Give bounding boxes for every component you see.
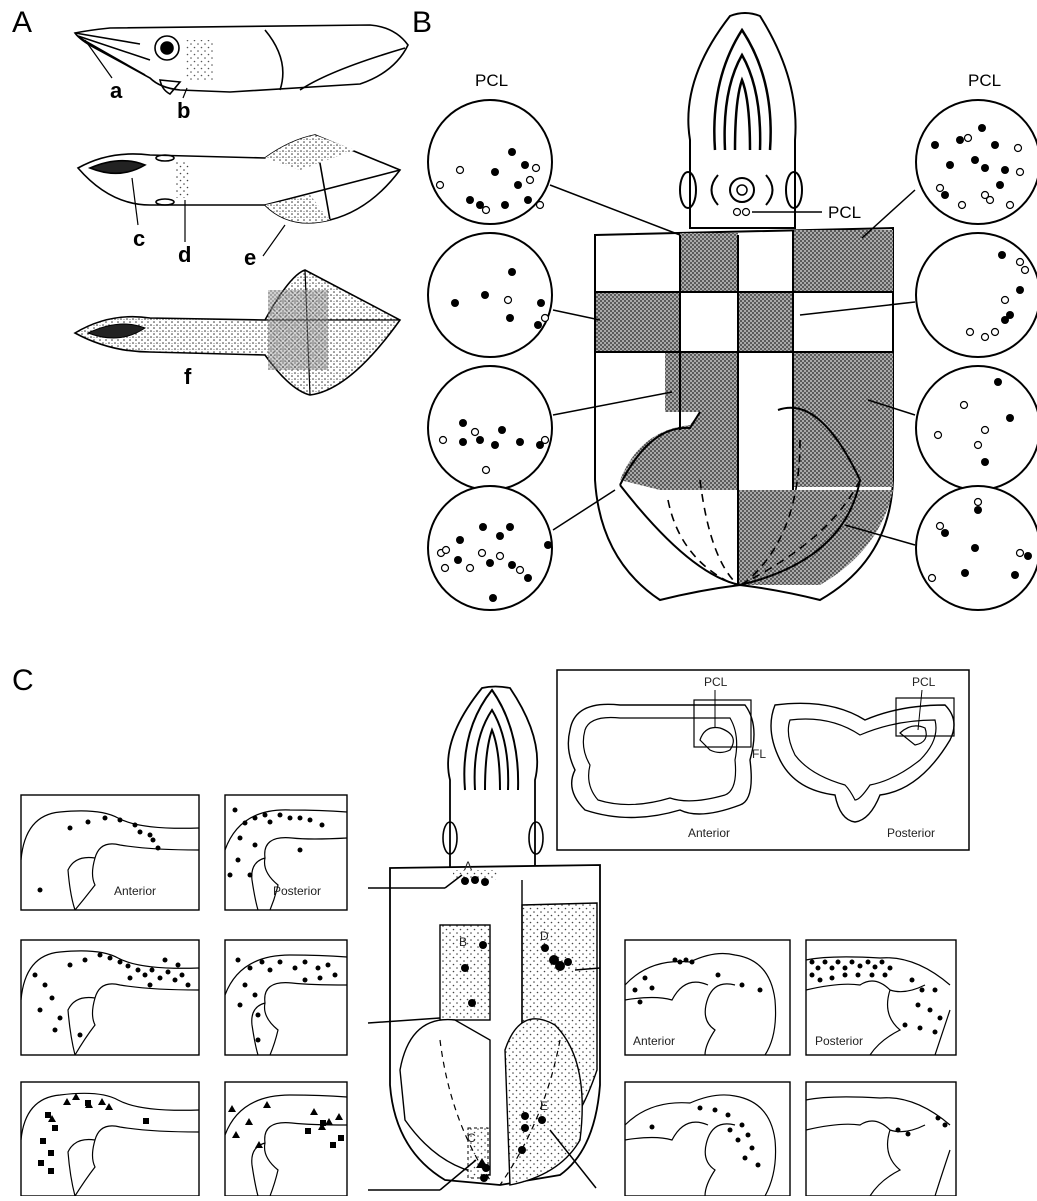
c-box-anterior-right-label: Anterior bbox=[633, 1034, 675, 1048]
c-box-left-2-a bbox=[21, 940, 199, 1055]
inset-anterior-label: Anterior bbox=[688, 826, 730, 840]
squid-dorsal-fin-dark bbox=[268, 290, 328, 370]
c-box-left-3-a bbox=[21, 1082, 199, 1196]
region-b2 bbox=[793, 230, 893, 292]
pcl-label-left: PCL bbox=[475, 71, 508, 90]
pcl-label-right: PCL bbox=[968, 71, 1001, 90]
c-box-left-1-posterior: Posterior bbox=[225, 795, 347, 910]
c-label-d: D bbox=[540, 929, 549, 943]
region-b3 bbox=[596, 292, 680, 352]
c-label-e: E bbox=[540, 1099, 548, 1113]
panel-a: A a b c d e bbox=[12, 6, 408, 395]
sublabel-e: e bbox=[244, 245, 256, 270]
c-label-c: C bbox=[467, 1131, 476, 1145]
squid-ventral-fin-stipple bbox=[265, 135, 355, 170]
squid-ventral-collar-stipple bbox=[176, 162, 190, 198]
c-box-left-3-b bbox=[225, 1082, 347, 1196]
pcl-label-body: PCL bbox=[828, 203, 861, 222]
c-box-right-2-anterior: Anterior bbox=[625, 940, 790, 1055]
sublabel-a: a bbox=[110, 78, 123, 103]
c-box-posterior-left-label: Posterior bbox=[273, 884, 321, 898]
circle-left-2 bbox=[428, 233, 600, 357]
c-label-a: A bbox=[464, 859, 472, 873]
inset-pcl-b: PCL bbox=[912, 675, 936, 689]
inset-fl: FL bbox=[752, 747, 766, 761]
inset-posterior-label: Posterior bbox=[887, 826, 935, 840]
c-box-posterior-right-label: Posterior bbox=[815, 1034, 863, 1048]
squid-b-head bbox=[688, 13, 795, 228]
circle-left-1 bbox=[428, 100, 680, 235]
panel-c-label: C bbox=[12, 664, 34, 697]
sublabel-f: f bbox=[184, 364, 192, 389]
c-box-left-2-b bbox=[225, 940, 347, 1055]
c-label-b: B bbox=[459, 935, 467, 949]
squid-lateral bbox=[75, 25, 408, 94]
region-b8 bbox=[738, 490, 893, 585]
c-box-right-3-b bbox=[806, 1082, 956, 1196]
leader-e bbox=[263, 225, 285, 256]
region-b4 bbox=[738, 292, 793, 352]
panel-b-label: B bbox=[412, 6, 432, 39]
squid-ventral-fin-stipple-2 bbox=[265, 195, 330, 223]
panel-c: C PCL FL Anterior PCL Posterior bbox=[12, 664, 969, 1196]
circle-left-4 bbox=[428, 486, 615, 610]
c-box-right-3-a bbox=[625, 1082, 790, 1196]
inset-pcl-a: PCL bbox=[704, 675, 728, 689]
inset-box: PCL FL Anterior PCL Posterior bbox=[557, 670, 969, 850]
panel-b: B PCL PCL PCL bbox=[412, 6, 1037, 610]
c-box-left-1-anterior: Anterior bbox=[21, 795, 199, 910]
region-b1 bbox=[680, 233, 738, 293]
circle-right-1 bbox=[862, 100, 1037, 238]
sublabel-c: c bbox=[133, 226, 145, 251]
region-b5 bbox=[665, 352, 738, 412]
panel-a-label: A bbox=[12, 6, 32, 39]
panel-b-squid: PCL bbox=[595, 13, 893, 600]
c-box-right-2-posterior: Posterior bbox=[806, 940, 956, 1055]
c-box-anterior-left-label: Anterior bbox=[114, 884, 156, 898]
sublabel-b: b bbox=[177, 98, 190, 123]
leader-c bbox=[132, 178, 138, 225]
squid-lateral-stipple bbox=[185, 40, 213, 80]
sublabel-d: d bbox=[178, 242, 191, 267]
region-b6 bbox=[793, 352, 893, 487]
squid-ventral bbox=[78, 135, 400, 223]
